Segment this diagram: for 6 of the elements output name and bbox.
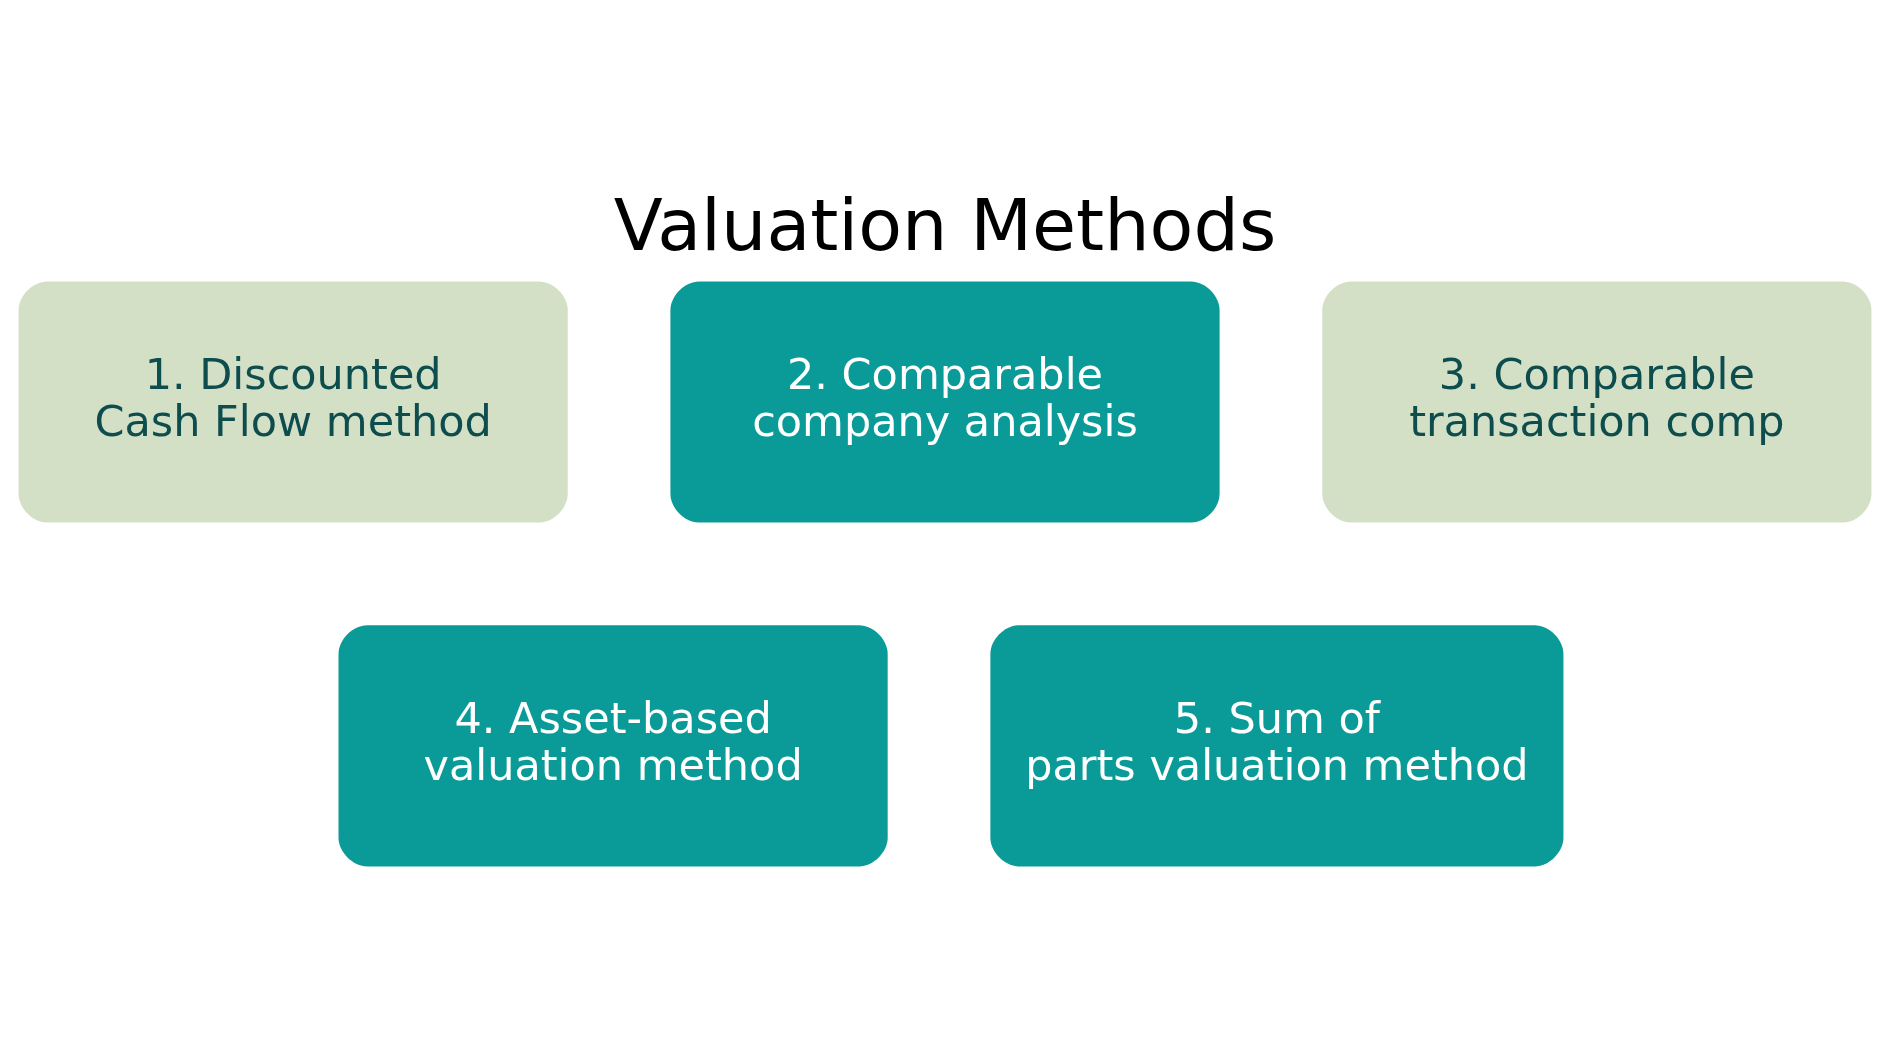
diagram-title: Valuation Methods xyxy=(613,184,1277,268)
node-box: 3. Comparable transaction comp xyxy=(1322,281,1872,523)
node-box: 4. Asset-based valuation method xyxy=(338,625,888,867)
node-box: 1. Discounted Cash Flow method xyxy=(18,281,568,523)
node-box: 2. Comparable company analysis xyxy=(670,281,1220,523)
node-box: 5. Sum of parts valuation method xyxy=(990,625,1564,867)
